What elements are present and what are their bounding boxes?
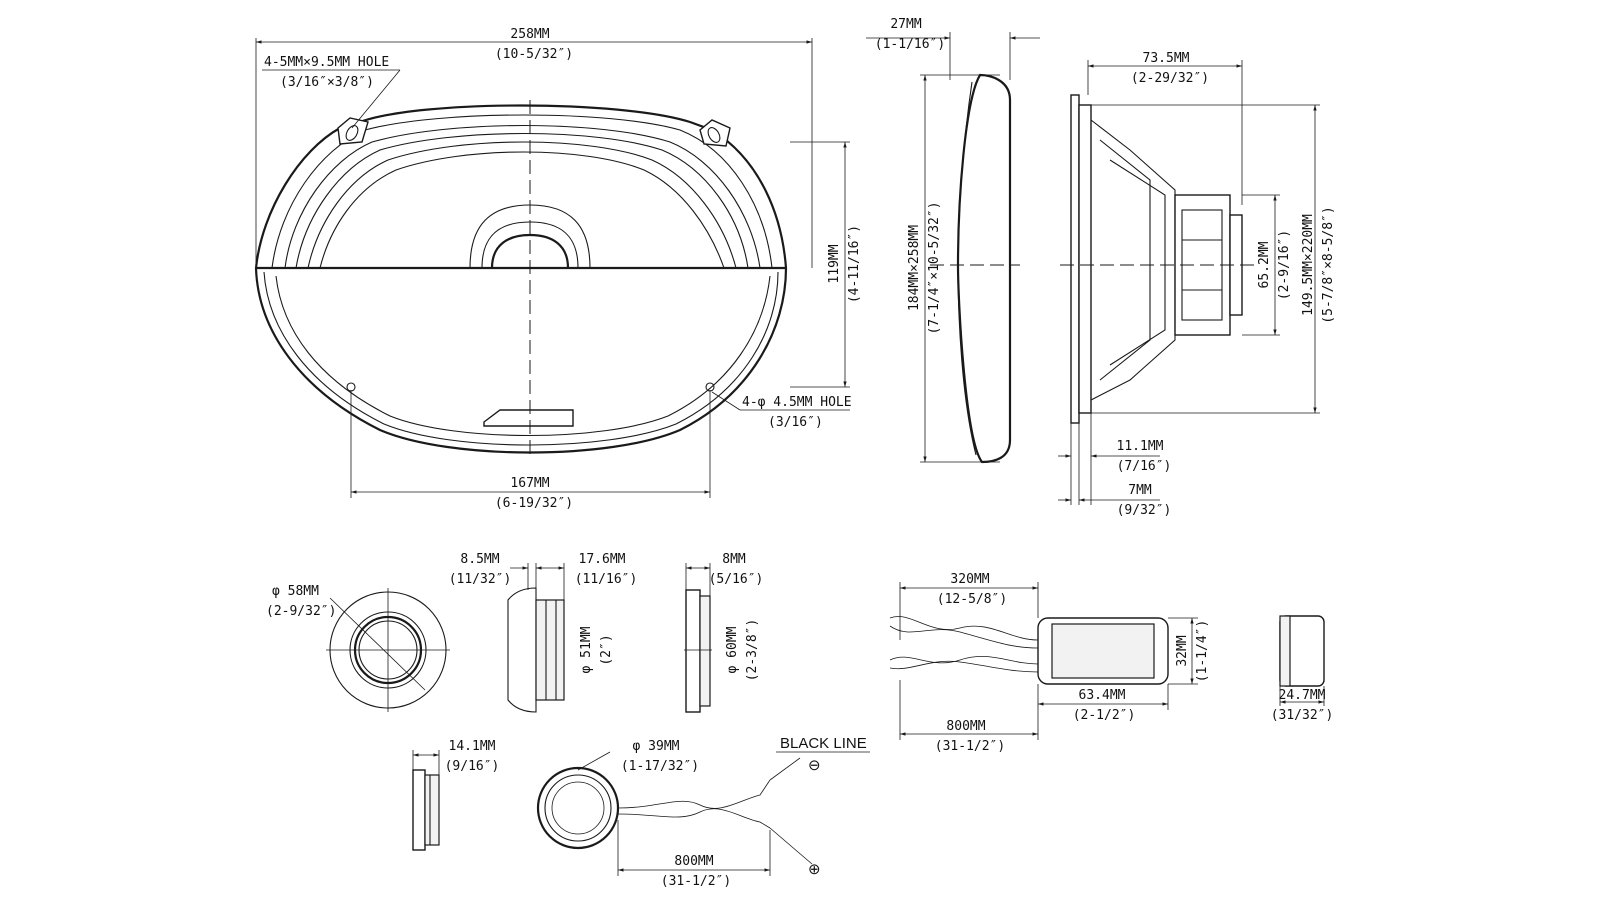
dim-tweeter-39-mm: φ 39MM bbox=[633, 739, 680, 754]
dim-tweeter-51-inch: (2″) bbox=[599, 634, 614, 665]
woofer-front-view bbox=[254, 100, 788, 460]
dim-xover-wire-800-inch: (31-1/2″) bbox=[935, 739, 1005, 754]
crossover-side-view: 24.7MM (31/32″) bbox=[1271, 615, 1334, 723]
dim-167-inch: (6-19/32″) bbox=[495, 496, 573, 511]
dim-tweeter-17-6-mm: 17.6MM bbox=[579, 552, 626, 567]
tweeter-side-view-a: 8.5MM (11/32″) 17.6MM (11/16″) φ 51MM (2… bbox=[449, 552, 638, 713]
dim-73-5-mm: 73.5MM bbox=[1143, 51, 1190, 66]
dim-119-mm: 119MM bbox=[827, 244, 842, 283]
black-line-label: BLACK LINE bbox=[780, 735, 867, 752]
dim-hole-4x-inch: (3/16″×3/8″) bbox=[280, 75, 374, 90]
dim-tweeter-wire-800-inch: (31-1/2″) bbox=[661, 874, 731, 889]
grille-side-view: 184MM×258MM (7-1/4″×10-5/32″) 27MM (1-1/… bbox=[866, 17, 1040, 464]
dim-tweeter-8-inch: (5/16″) bbox=[709, 572, 764, 587]
woofer-front-dimensions: 258MM (10-5/32″) 4-5MM×9.5MM HOLE (3/16″… bbox=[255, 27, 862, 511]
dim-tweeter-17-6-inch: (11/16″) bbox=[575, 572, 638, 587]
dim-tweeter-39-inch: (1-17/32″) bbox=[621, 759, 699, 774]
dim-xover-63-4-inch: (2-1/2″) bbox=[1073, 708, 1136, 723]
dim-tweeter-58-inch: (2-9/32″) bbox=[266, 604, 336, 619]
dim-184x258-inch: (7-1/4″×10-5/32″) bbox=[927, 201, 942, 334]
dim-mount-hole-inch: (3/16″) bbox=[768, 415, 823, 430]
dim-149-5-inch: (5-7/8″×8-5/8″) bbox=[1321, 206, 1336, 323]
woofer-side-view: 73.5MM (2-29/32″) 65.2MM (2-9/16″) 149.5… bbox=[1058, 51, 1336, 518]
dim-xover-wire-800-mm: 800MM bbox=[946, 719, 985, 734]
dim-11-1-mm: 11.1MM bbox=[1117, 439, 1164, 454]
dim-tweeter-8-5-mm: 8.5MM bbox=[460, 552, 499, 567]
dim-167-mm: 167MM bbox=[510, 476, 549, 491]
dim-tweeter-60-inch: (2-3/8″) bbox=[745, 619, 760, 682]
tweeter-small-side-view: 14.1MM (9/16″) bbox=[412, 739, 500, 851]
crossover-top-view: 320MM (12-5/8″) 32MM (1-1/4″) 63.4MM (2-… bbox=[889, 572, 1210, 754]
dim-tweeter-8-5-inch: (11/32″) bbox=[449, 572, 512, 587]
dim-7-mm: 7MM bbox=[1128, 483, 1152, 498]
dim-xover-24-7-inch: (31/32″) bbox=[1271, 708, 1334, 723]
dim-xover-24-7-mm: 24.7MM bbox=[1279, 688, 1326, 703]
dim-tweeter-wire-800-mm: 800MM bbox=[674, 854, 713, 869]
dim-xover-320-inch: (12-5/8″) bbox=[937, 592, 1007, 607]
dim-27-mm: 27MM bbox=[890, 17, 921, 32]
dim-xover-320-mm: 320MM bbox=[950, 572, 989, 587]
tweeter-with-wire: BLACK LINE ⊖ ⊕ φ 39MM (1-17/32″) 800MM (… bbox=[536, 735, 870, 889]
dim-mount-hole-mm: 4-φ 4.5MM HOLE bbox=[742, 395, 852, 410]
dim-73-5-inch: (2-29/32″) bbox=[1131, 71, 1209, 86]
dim-119-inch: (4-11/16″) bbox=[847, 225, 862, 303]
dim-149-5-mm: 149.5MM×220MM bbox=[1301, 214, 1316, 316]
dim-tweeter-14-1-inch: (9/16″) bbox=[445, 759, 500, 774]
dim-tweeter-58-mm: φ 58MM bbox=[272, 584, 319, 599]
plus-terminal-icon: ⊕ bbox=[808, 861, 821, 878]
dim-7-inch: (9/32″) bbox=[1117, 503, 1172, 518]
dim-xover-32-mm: 32MM bbox=[1175, 635, 1190, 666]
dim-tweeter-8-mm: 8MM bbox=[722, 552, 746, 567]
tweeter-front-view: φ 58MM (2-9/32″) bbox=[266, 584, 450, 712]
tweeter-side-view-b: 8MM (5/16″) φ 60MM (2-3/8″) bbox=[684, 552, 764, 713]
dim-hole-4x-mm: 4-5MM×9.5MM HOLE bbox=[264, 55, 389, 70]
dim-xover-32-inch: (1-1/4″) bbox=[1195, 620, 1210, 683]
dim-xover-63-4-mm: 63.4MM bbox=[1079, 688, 1126, 703]
dim-258-mm: 258MM bbox=[510, 27, 549, 42]
dim-65-2-mm: 65.2MM bbox=[1257, 241, 1272, 288]
dim-27-inch: (1-1/16″) bbox=[875, 37, 945, 52]
dim-11-1-inch: (7/16″) bbox=[1117, 459, 1172, 474]
dim-tweeter-14-1-mm: 14.1MM bbox=[449, 739, 496, 754]
dim-65-2-inch: (2-9/16″) bbox=[1277, 230, 1292, 300]
minus-terminal-icon: ⊖ bbox=[808, 757, 821, 774]
dim-tweeter-51-mm: φ 51MM bbox=[579, 626, 594, 673]
dim-184x258-mm: 184MM×258MM bbox=[907, 225, 922, 311]
dim-tweeter-60-mm: φ 60MM bbox=[725, 626, 740, 673]
dim-258-inch: (10-5/32″) bbox=[495, 47, 573, 62]
